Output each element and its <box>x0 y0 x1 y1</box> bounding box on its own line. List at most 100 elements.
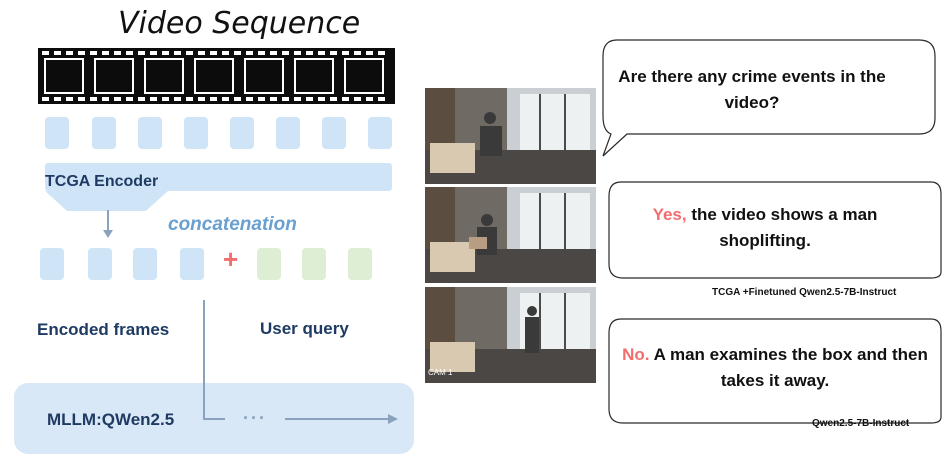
query-token <box>348 248 372 280</box>
sprocket-hole <box>54 97 61 101</box>
sprocket-hole <box>210 51 217 55</box>
frame-token <box>184 117 208 149</box>
sprocket-hole <box>186 97 193 101</box>
film-strip-icon <box>38 48 395 104</box>
sprocket-hole <box>342 97 349 101</box>
film-frame <box>344 58 384 94</box>
diagram-title: Video Sequence <box>118 6 361 41</box>
encoder-label: TCGA Encoder <box>45 173 159 190</box>
concatenation-label: concatenation <box>168 214 297 235</box>
cctv-frame-image <box>425 187 596 283</box>
sprocket-hole <box>42 51 49 55</box>
sprocket-hole <box>354 97 361 101</box>
sprocket-hole <box>378 97 385 101</box>
sprocket-hole <box>126 51 133 55</box>
sprocket-hole <box>282 97 289 101</box>
question-text: Are there any crime events in the video? <box>618 67 886 112</box>
frame-token <box>92 117 116 149</box>
film-frame <box>294 58 334 94</box>
query-token <box>302 248 326 280</box>
sprocket-hole <box>294 97 301 101</box>
sprocket-hole <box>342 51 349 55</box>
sprocket-hole <box>306 51 313 55</box>
tcga-encoder-block <box>45 163 392 191</box>
sprocket-hole <box>162 51 169 55</box>
sprocket-hole <box>54 51 61 55</box>
sprocket-hole <box>150 97 157 101</box>
sprocket-hole <box>126 97 133 101</box>
model-label-tcga: TCGA +Finetuned Qwen2.5-7B-Instruct <box>712 287 897 298</box>
frame-token <box>276 117 300 149</box>
down-arrow-icon <box>103 210 113 238</box>
film-frame <box>194 58 234 94</box>
sprocket-hole <box>102 51 109 55</box>
sprocket-hole <box>366 51 373 55</box>
film-frame <box>44 58 84 94</box>
cctv-frame-image <box>425 88 596 184</box>
sprocket-hole <box>246 97 253 101</box>
sprocket-hole <box>330 97 337 101</box>
sprocket-hole <box>378 51 385 55</box>
film-frame <box>244 58 284 94</box>
sprocket-hole <box>42 97 49 101</box>
sprocket-hole <box>234 97 241 101</box>
frame-token <box>322 117 346 149</box>
sprocket-hole <box>282 51 289 55</box>
sprocket-hole <box>162 97 169 101</box>
sprocket-hole <box>198 97 205 101</box>
sprocket-hole <box>294 51 301 55</box>
encoded-frame-token <box>40 248 64 280</box>
sprocket-hole <box>150 51 157 55</box>
answer-text-baseline: No. A man examines the box and then take… <box>609 342 941 394</box>
sprocket-hole <box>258 51 265 55</box>
sprocket-hole <box>366 97 373 101</box>
flow-connector <box>203 300 398 424</box>
sprocket-hole <box>210 97 217 101</box>
user-query-label: User query <box>260 319 349 338</box>
sprocket-hole <box>174 51 181 55</box>
sprocket-hole <box>66 51 73 55</box>
sprocket-hole <box>186 51 193 55</box>
sprocket-hole <box>66 97 73 101</box>
sprocket-hole <box>258 97 265 101</box>
answer-keyword: No. <box>622 345 650 364</box>
encoded-frames-label: Encoded frames <box>37 320 170 339</box>
answer-bubble-tcga <box>608 181 942 279</box>
sprocket-hole <box>270 97 277 101</box>
sprocket-hole <box>114 97 121 101</box>
answer-text-tcga: Yes, the video shows a man shoplifting. <box>615 202 915 254</box>
encoded-frame-token <box>133 248 157 280</box>
film-frame <box>144 58 184 94</box>
arrow-head-icon <box>388 414 398 424</box>
ellipsis: ··· <box>243 408 267 428</box>
plus-icon: + <box>223 244 239 274</box>
sprocket-hole <box>138 97 145 101</box>
query-token <box>257 248 281 280</box>
answer-body: A man examines the box and then takes it… <box>649 345 928 390</box>
sprocket-hole <box>318 97 325 101</box>
sprocket-hole <box>138 51 145 55</box>
encoder-funnel <box>45 191 168 211</box>
encoded-frame-token <box>88 248 112 280</box>
sprocket-hole <box>330 51 337 55</box>
sprocket-hole <box>114 51 121 55</box>
frame-token <box>230 117 254 149</box>
answer-keyword: Yes, <box>652 205 687 224</box>
sprocket-hole <box>174 97 181 101</box>
sprocket-hole <box>318 51 325 55</box>
answer-bubble-baseline <box>608 318 942 424</box>
frame-token <box>45 117 69 149</box>
sprocket-hole <box>246 51 253 55</box>
model-label-baseline: Qwen2.5-7B-Instruct <box>812 418 910 429</box>
mllm-label: MLLM:QWen2.5 <box>47 410 175 429</box>
camera-label: CAM 1 <box>428 368 453 377</box>
answer-body: the video shows a man shoplifting. <box>686 205 878 250</box>
sprocket-hole <box>90 97 97 101</box>
sprocket-hole <box>102 97 109 101</box>
sprocket-hole <box>270 51 277 55</box>
sprocket-hole <box>354 51 361 55</box>
frame-token <box>368 117 392 149</box>
cctv-frame-image <box>425 287 596 383</box>
question-bubble <box>602 39 936 157</box>
sprocket-hole <box>234 51 241 55</box>
